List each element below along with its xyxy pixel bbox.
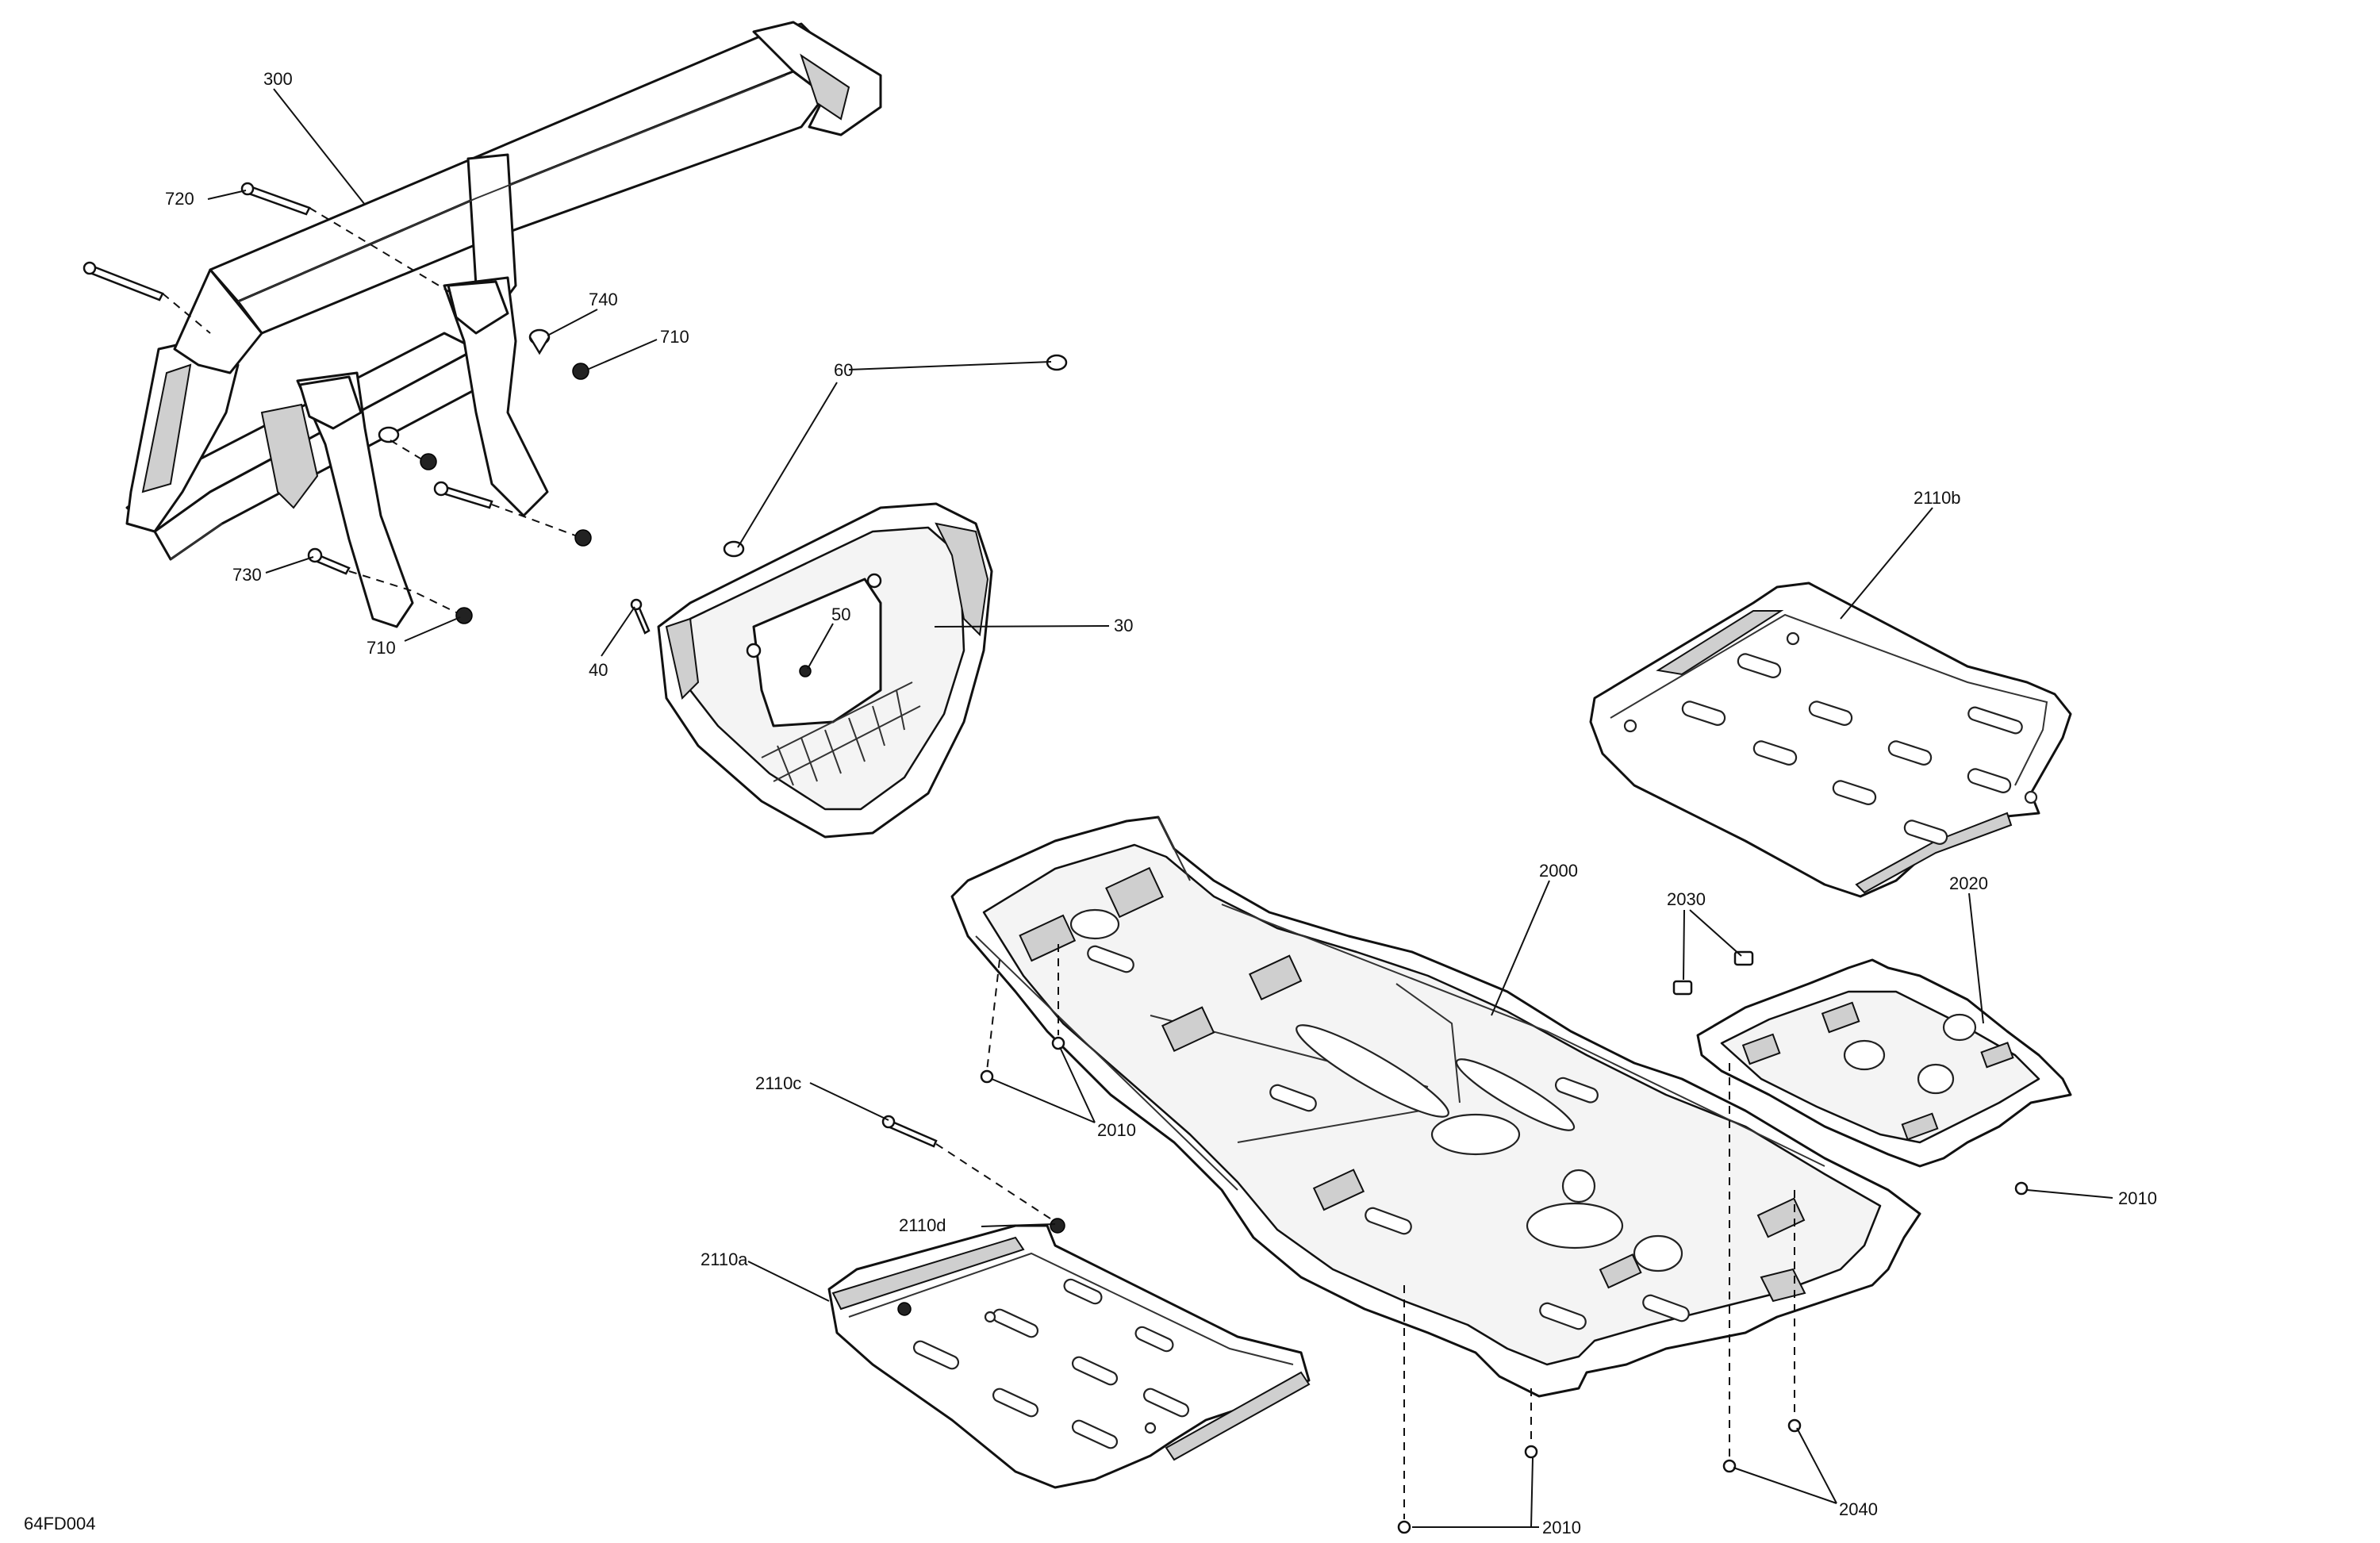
label-2110b: 2110b <box>1914 488 1961 508</box>
label-2110a: 2110a <box>701 1249 748 1269</box>
label-50: 50 <box>831 605 850 624</box>
label-30: 30 <box>1114 616 1133 635</box>
label-2010-left: 2010 <box>1097 1120 1136 1140</box>
label-2030: 2030 <box>1667 889 1706 909</box>
label-2010-right: 2010 <box>2118 1188 2157 1208</box>
label-2110d: 2110d <box>899 1215 946 1235</box>
skid-plate-part-2110b <box>1589 582 2072 898</box>
label-2000: 2000 <box>1539 861 1578 881</box>
main-skid-plate-part-2000 <box>950 816 1921 1398</box>
front-bumper-part-300 <box>125 21 882 628</box>
part-labels: 300 720 740 710 730 710 60 50 30 40 2110… <box>24 69 2157 1537</box>
leader-lines <box>207 88 2113 1528</box>
label-60: 60 <box>834 360 853 380</box>
label-740: 740 <box>589 290 618 309</box>
label-2040: 2040 <box>1839 1499 1878 1519</box>
skid-plate-part-2110a <box>827 1224 1311 1489</box>
clip-part-2030 <box>1672 950 1754 996</box>
label-710-bottom: 710 <box>367 638 396 658</box>
label-720: 720 <box>165 189 194 209</box>
lower-hardware <box>881 944 2029 1534</box>
diagram-code: 64FD004 <box>24 1514 96 1533</box>
label-300: 300 <box>263 69 293 89</box>
rear-plate-part-2020 <box>1696 958 2072 1168</box>
label-710-top: 710 <box>660 327 689 347</box>
bumper-hardware <box>83 182 592 624</box>
label-2010-bottom: 2010 <box>1542 1518 1581 1537</box>
label-2110c: 2110c <box>755 1073 801 1093</box>
front-fascia-part-30 <box>657 502 993 839</box>
label-2020: 2020 <box>1949 873 1988 893</box>
label-40: 40 <box>589 660 608 680</box>
label-730: 730 <box>232 565 262 585</box>
screw-part-40 <box>630 598 651 635</box>
